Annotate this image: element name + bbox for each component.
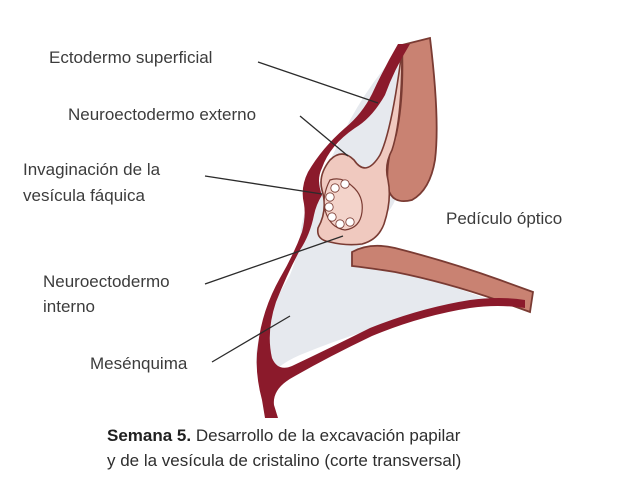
label-neuroectodermo-interno-line1: Neuroectodermo (43, 272, 170, 291)
caption-bold: Semana 5. (107, 426, 191, 445)
label-neuroectodermo-externo: Neuroectodermo externo (68, 105, 256, 124)
leader-mesenquima (211, 315, 291, 363)
label-invaginacion-line2: vesícula fáquica (23, 186, 145, 205)
label-ectodermo-superficial: Ectodermo superficial (49, 48, 212, 67)
lens-vesicle (323, 178, 363, 231)
figure-caption-line1: Semana 5. Desarrollo de la excavación pa… (107, 426, 461, 445)
surface-ectoderm (256, 44, 525, 418)
label-pediculo-optico: Pedículo óptico (446, 209, 562, 228)
label-mesenquima: Mesénquima (90, 354, 188, 373)
leader-neuroectodermo-externo (299, 115, 349, 157)
leader-neuroectodermo-interno (204, 235, 344, 285)
label-invaginacion-line1: Invaginación de la (23, 160, 161, 179)
caption-line1-rest: Desarrollo de la excavación papilar (191, 426, 461, 445)
figure-caption-line2: y de la vesícula de cristalino (corte tr… (107, 451, 461, 470)
leader-invaginacion (204, 175, 323, 195)
leader-ectodermo-superficial (257, 61, 379, 104)
label-neuroectodermo-interno-line2: interno (43, 297, 95, 316)
optic-stalk-lower (351, 244, 534, 314)
